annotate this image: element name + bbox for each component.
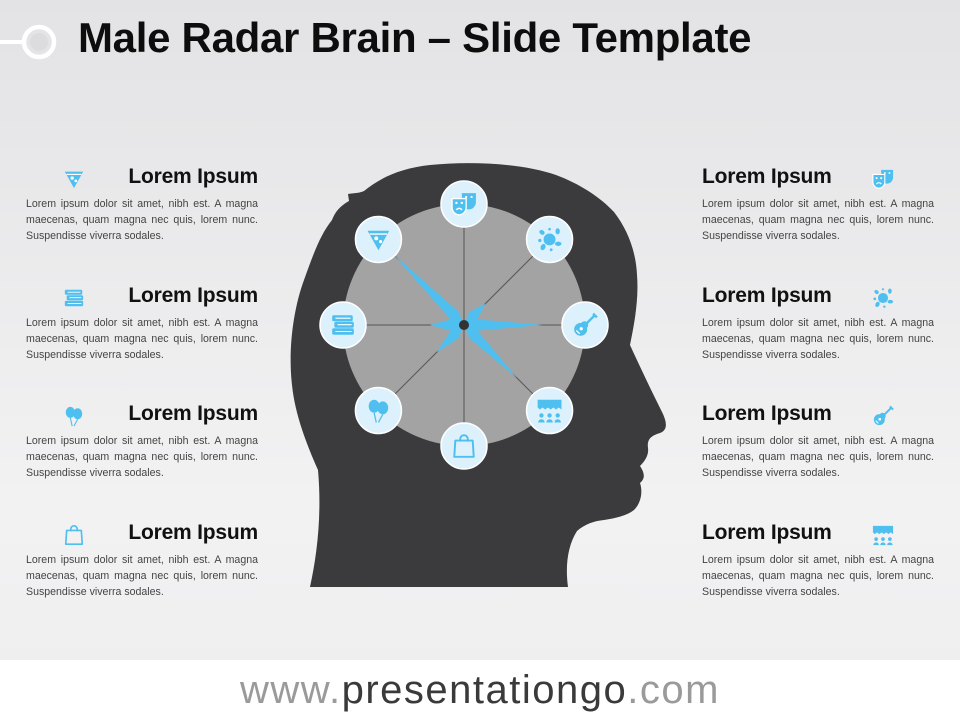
item-title: Lorem Ipsum [128, 165, 258, 188]
item-title: Lorem Ipsum [128, 521, 258, 544]
item-description: Lorem ipsum dolor sit amet, nibh est. A … [702, 554, 934, 598]
cinema-icon [872, 525, 894, 546]
footer-url-brand: presentationgo [341, 668, 628, 712]
info-item-guitar: Lorem Ipsum Lorem ipsum dolor sit amet, … [702, 399, 934, 481]
title-decoration [0, 24, 57, 60]
paint-splash-icon [873, 288, 894, 308]
footer-url-prefix: www. [240, 668, 342, 712]
info-item-cinema: Lorem Ipsum Lorem ipsum dolor sit amet, … [702, 518, 934, 600]
page-title: Male Radar Brain – Slide Template [78, 14, 752, 61]
books-icon [64, 289, 84, 307]
item-title: Lorem Ipsum [702, 521, 832, 544]
info-item-shopping: Lorem Ipsum Lorem ipsum dolor sit amet, … [26, 518, 258, 600]
radar-chart [319, 180, 609, 470]
radar-value-area [393, 254, 543, 378]
item-title: Lorem Ipsum [128, 402, 258, 425]
footer-url[interactable]: www.presentationgo.com [240, 668, 720, 713]
info-item-balloons: Lorem Ipsum Lorem ipsum dolor sit amet, … [26, 399, 258, 481]
item-description: Lorem ipsum dolor sit amet, nibh est. A … [702, 317, 934, 361]
info-item-theater: Lorem Ipsum Lorem ipsum dolor sit amet, … [702, 162, 934, 244]
radar-center-dot [459, 320, 469, 330]
item-description: Lorem ipsum dolor sit amet, nibh est. A … [26, 198, 258, 242]
radar-axis-badge [525, 386, 574, 435]
pizza-icon [64, 171, 84, 189]
info-item-paint: Lorem Ipsum Lorem ipsum dolor sit amet, … [702, 281, 934, 363]
theater-masks-icon [872, 169, 894, 189]
item-description: Lorem ipsum dolor sit amet, nibh est. A … [26, 317, 258, 361]
item-description: Lorem ipsum dolor sit amet, nibh est. A … [26, 435, 258, 479]
info-item-pizza: Lorem Ipsum Lorem ipsum dolor sit amet, … [26, 162, 258, 244]
item-description: Lorem ipsum dolor sit amet, nibh est. A … [702, 198, 934, 242]
guitar-icon [872, 405, 894, 427]
balloons-icon [65, 406, 83, 427]
shopping-bag-icon [64, 525, 84, 545]
item-title: Lorem Ipsum [128, 284, 258, 307]
radar-axis-badge [440, 422, 488, 470]
item-description: Lorem ipsum dolor sit amet, nibh est. A … [26, 554, 258, 598]
footer-url-suffix: .com [627, 668, 720, 712]
item-title: Lorem Ipsum [702, 165, 832, 188]
hair-tuft [336, 196, 378, 222]
item-title: Lorem Ipsum [702, 402, 832, 425]
info-item-books: Lorem Ipsum Lorem ipsum dolor sit amet, … [26, 281, 258, 363]
books-icon [331, 314, 355, 336]
footer: www.presentationgo.com [0, 660, 960, 720]
item-description: Lorem ipsum dolor sit amet, nibh est. A … [702, 435, 934, 479]
item-title: Lorem Ipsum [702, 284, 832, 307]
